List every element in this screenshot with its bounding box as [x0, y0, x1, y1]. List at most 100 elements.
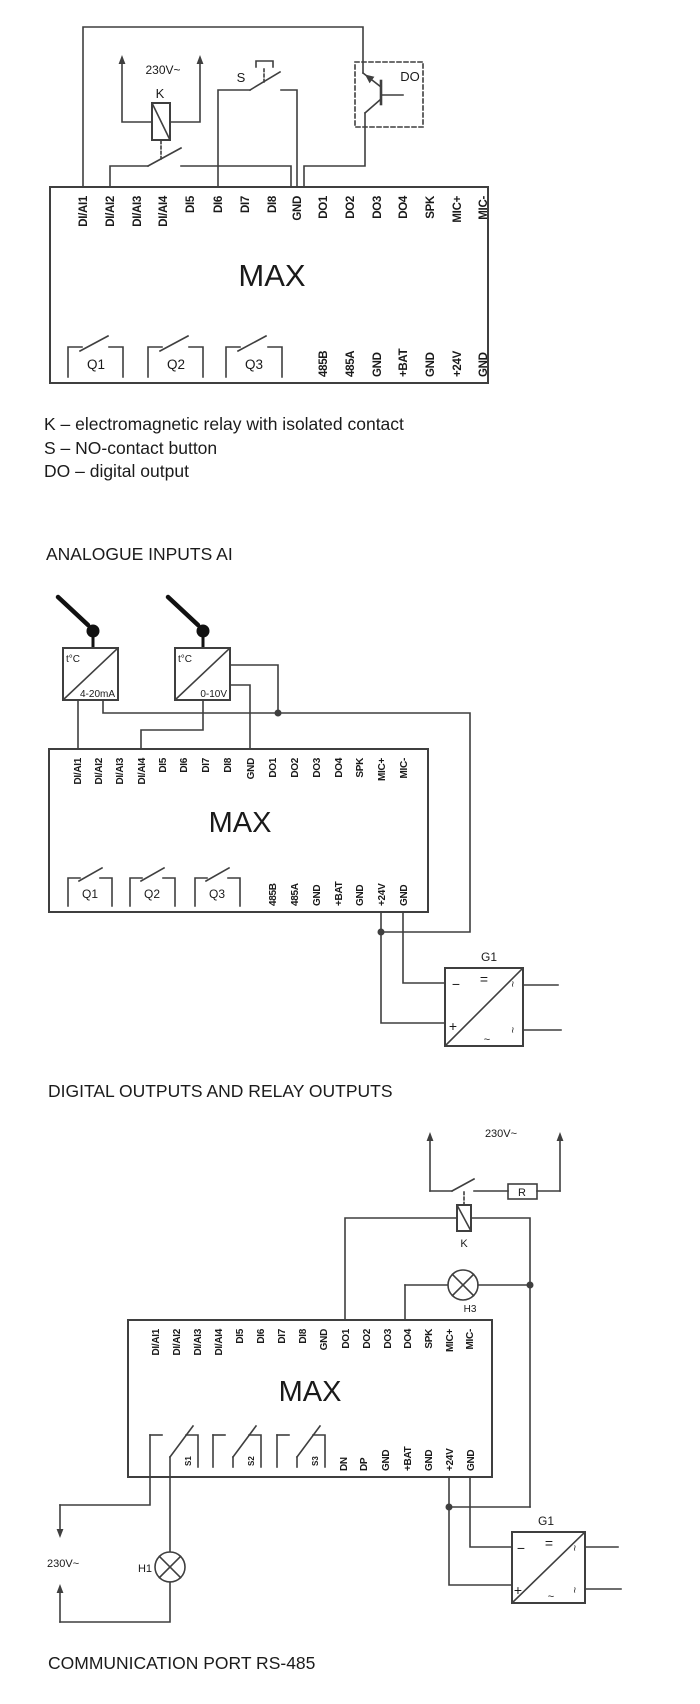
terminal-label: GND: [355, 885, 366, 906]
terminal-label: GND: [399, 885, 410, 906]
arrow-up-icon: [56, 1584, 64, 1593]
wire: [140, 699, 204, 750]
terminal-label: +BAT: [403, 1446, 414, 1471]
terminal-label: SPK: [355, 757, 366, 778]
terminal-label: +BAT: [334, 881, 345, 906]
terminal-label: DI5: [235, 1328, 246, 1343]
relay-k: K: [455, 1203, 473, 1250]
terminal-label: MIC+: [452, 195, 464, 222]
terminal-label: DI/AI2: [172, 1328, 183, 1355]
wire: [448, 1506, 513, 1586]
ac-symbol: ~: [548, 1591, 554, 1603]
lamp-h3: H3: [404, 1269, 534, 1321]
terminal-label: DO4: [398, 195, 410, 219]
relay-k: 230V~ K: [118, 55, 204, 160]
relay-k-label: K: [156, 86, 165, 101]
temperature-sensor-4-20ma: t°C 4-20mA: [55, 594, 120, 702]
terminal-label: DN: [339, 1457, 350, 1471]
wire: [470, 1217, 531, 1508]
relay-k-contact-icon: [429, 1177, 509, 1205]
s-label: S3: [311, 1456, 320, 1466]
terminal-label: DI6: [256, 1328, 267, 1343]
relay-k-contact-icon: [109, 146, 292, 188]
terminal-label: GND: [246, 758, 257, 779]
relay-output-q3: Q3: [225, 334, 283, 378]
voltage-label: 230V~: [485, 1128, 517, 1140]
diagram-digital-relay-outputs: 230V~ R K: [47, 1128, 622, 1623]
terminal-label: MIC-: [465, 1329, 476, 1349]
wire: [102, 699, 471, 933]
sensor-signal-label: 0-10V: [200, 689, 227, 700]
terminal-label: GND: [381, 1450, 392, 1471]
terminal-label: 485A: [290, 883, 301, 906]
relay-output-q1: Q1: [67, 866, 113, 907]
heading-communication-port: COMMUNICATION PORT RS-485: [48, 1653, 316, 1673]
terminal-label: MIC+: [377, 758, 388, 781]
terminal-label: DI/AI4: [158, 195, 170, 227]
terminal-label: DO1: [341, 1328, 352, 1348]
terminal-label: GND: [372, 352, 384, 377]
dc-symbol: =: [480, 971, 488, 987]
resistor-label: R: [518, 1187, 526, 1199]
terminal-label: 485A: [345, 351, 357, 377]
terminal-label: DO1: [268, 757, 279, 777]
diagram-digital-inputs: DO 230V~ K: [49, 26, 490, 384]
terminal-label: GND: [466, 1450, 477, 1471]
terminal-label: DI/AI4: [214, 1328, 225, 1355]
legend-line-do: DO – digital output: [44, 461, 189, 481]
button-s-label: S: [237, 70, 246, 85]
terminal-label: +24V: [445, 1448, 456, 1471]
q-label: Q1: [82, 887, 98, 901]
wire: [229, 684, 251, 750]
terminal-label: +BAT: [398, 348, 410, 377]
legend-line-k: K – electromagnetic relay with isolated …: [44, 414, 404, 434]
relay-output-q3: Q3: [194, 866, 241, 907]
do-label: DO: [400, 69, 420, 84]
max-device-box: [49, 186, 489, 384]
terminal-label: DO3: [312, 757, 323, 777]
do-dashed-box: [354, 61, 424, 128]
terminal-label: DO2: [362, 1328, 373, 1348]
legend: K – electromagnetic relay with isolated …: [44, 413, 404, 484]
q-label: Q3: [245, 357, 263, 372]
terminal-label: GND: [425, 352, 437, 377]
sensor-signal-label: 4-20mA: [80, 689, 115, 700]
terminal-label: MIC-: [399, 758, 410, 778]
q-label: Q1: [87, 357, 105, 372]
terminal-label: DO3: [383, 1328, 394, 1348]
relay-output-q1: Q1: [67, 334, 124, 378]
terminal-label: DI7: [277, 1328, 288, 1343]
terminal-label: 485B: [268, 883, 279, 906]
max-device-box: [48, 748, 429, 913]
arrow-up-icon: [556, 1132, 564, 1141]
terminal-label: DI/AI4: [137, 757, 148, 784]
wire: [380, 911, 446, 1024]
terminal-label: DI6: [179, 757, 190, 772]
minus-symbol: −: [517, 1540, 525, 1556]
terminal-label: DI/AI2: [94, 757, 105, 784]
terminal-label: DP: [359, 1457, 370, 1471]
relay-output-q2: Q2: [129, 866, 176, 907]
terminal-label: DO1: [318, 195, 330, 219]
terminal-label: DI/AI3: [132, 196, 144, 227]
sensor-type-label: t°C: [178, 654, 192, 665]
terminal-label: DO4: [403, 1328, 414, 1348]
arrow-down-icon: [56, 1529, 64, 1538]
terminal-label: DI7: [201, 757, 212, 772]
ac-symbol: ~: [568, 1587, 580, 1593]
terminal-label: SPK: [425, 195, 437, 219]
terminal-label: DO4: [334, 757, 345, 777]
device-name: MAX: [279, 1376, 342, 1408]
terminal-label: SPK: [424, 1328, 435, 1349]
terminal-label: 485B: [318, 351, 330, 377]
terminal-label: GND: [312, 885, 323, 906]
button-s: S: [217, 60, 298, 188]
resistor-r: R: [507, 1183, 561, 1200]
legend-line-s: S – NO-contact button: [44, 437, 218, 458]
wire: [229, 664, 279, 714]
dc-symbol: =: [545, 1535, 553, 1551]
power-supply-g1: G1 = − + ~ ~ ~: [510, 1514, 622, 1605]
switch-contact-s2: S2: [212, 1424, 262, 1468]
heading-analogue-inputs: ANALOGUE INPUTS AI: [46, 544, 233, 564]
